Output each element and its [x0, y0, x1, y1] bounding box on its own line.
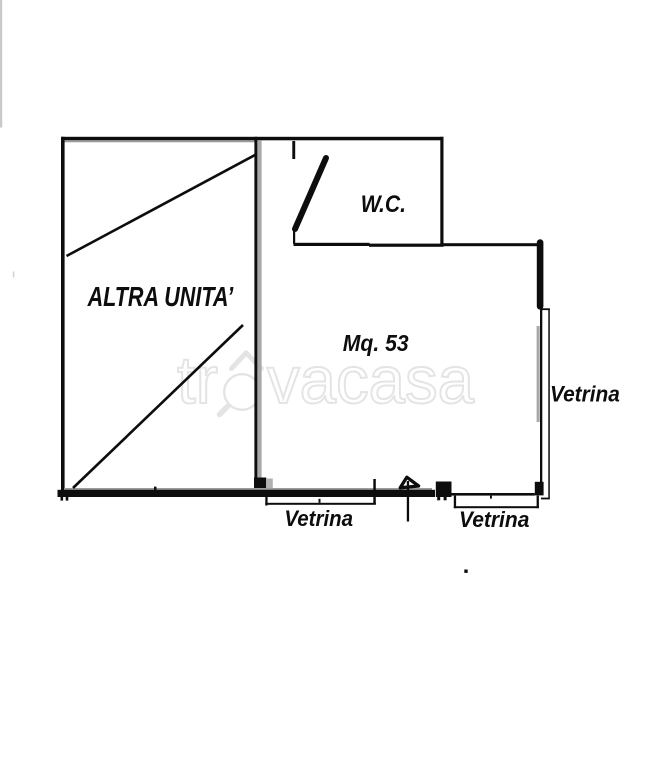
svg-text:Vetrina: Vetrina: [284, 506, 353, 531]
svg-text:Mq. 53: Mq. 53: [343, 330, 409, 356]
svg-text:vacasa: vacasa: [267, 343, 475, 418]
svg-text:W.C.: W.C.: [361, 191, 406, 218]
svg-text:Vetrina: Vetrina: [459, 507, 529, 532]
svg-text:Vetrina: Vetrina: [550, 381, 620, 406]
svg-text:ALTRA UNITA’: ALTRA UNITA’: [87, 281, 234, 312]
